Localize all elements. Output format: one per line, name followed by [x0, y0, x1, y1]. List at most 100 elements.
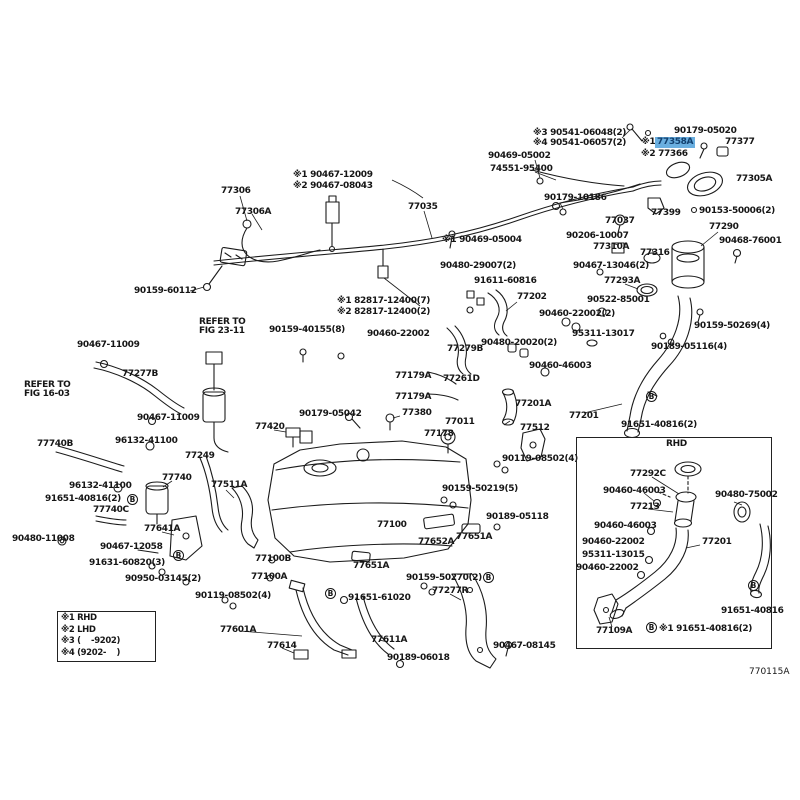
part-label[interactable]: 90460-22002	[582, 536, 645, 547]
part-label[interactable]: 91651-40816(2)	[45, 493, 121, 504]
part-label[interactable]: 91651-40816	[721, 605, 784, 616]
part-label[interactable]: 77109A	[596, 625, 633, 636]
part-label[interactable]: 77316	[640, 247, 670, 258]
part-label[interactable]: 90179-05042	[299, 408, 362, 419]
part-label[interactable]: 90460-22002	[367, 328, 430, 339]
part-label[interactable]: 91651-61020	[348, 592, 411, 603]
part-label[interactable]: 90159-50269(4)	[694, 320, 770, 331]
bolt-marker[interactable]: B	[483, 572, 494, 583]
part-label[interactable]: 77740C	[93, 504, 129, 515]
bolt-marker[interactable]: B	[325, 588, 336, 599]
part-label[interactable]: 77279B	[447, 343, 484, 354]
part-label[interactable]: 90460-46003	[529, 360, 592, 371]
part-label[interactable]: 77399	[651, 207, 681, 218]
part-label[interactable]: 90468-76001	[719, 235, 782, 246]
part-label[interactable]: 77292C	[630, 468, 666, 479]
part-label[interactable]: 77420	[255, 421, 285, 432]
part-label[interactable]: 91651-40816(2)	[621, 419, 697, 430]
part-label[interactable]: 77290	[709, 221, 739, 232]
selected-part-label[interactable]: 77358A	[655, 136, 696, 148]
part-label[interactable]: 77035	[408, 201, 438, 212]
part-label[interactable]: 90179-10186	[544, 192, 607, 203]
part-label[interactable]: 77377	[725, 136, 755, 147]
part-label[interactable]: 90480-11008	[12, 533, 75, 544]
part-label[interactable]: 77213	[630, 501, 660, 512]
part-label[interactable]: 90480-20020(2)	[481, 337, 557, 348]
part-label[interactable]: 77201	[569, 410, 599, 421]
bolt-marker[interactable]: B	[748, 580, 759, 591]
part-label[interactable]: 90179-05020	[674, 125, 737, 136]
part-label[interactable]: 77100A	[251, 571, 288, 582]
bolt-marker[interactable]: B	[173, 550, 184, 561]
part-label[interactable]: 90460-46003	[594, 520, 657, 531]
part-label[interactable]: 90159-50270(2)	[406, 572, 482, 583]
part-label[interactable]: 77310A	[593, 241, 630, 252]
bolt-marker[interactable]: B	[646, 622, 657, 633]
part-label[interactable]: 90460-22002	[576, 562, 639, 573]
part-label[interactable]: 77611A	[371, 634, 408, 645]
part-label[interactable]: 95311-13015	[582, 549, 645, 560]
part-label[interactable]: ※3 90541-06048(2)	[533, 127, 627, 138]
part-label[interactable]: 77380	[402, 407, 432, 418]
part-label[interactable]: 77037	[605, 215, 635, 226]
part-label[interactable]: 77201A	[515, 398, 552, 409]
part-label[interactable]: ※2 77366	[641, 148, 688, 159]
part-label[interactable]: 77277B	[122, 368, 159, 379]
part-label[interactable]: 77011	[445, 416, 475, 427]
part-label[interactable]: 77651A	[456, 531, 493, 542]
part-label[interactable]: ※4 90541-06057(2)	[533, 137, 627, 148]
part-label[interactable]: 74551-95400	[490, 163, 553, 174]
part-label[interactable]: 91611-60816	[474, 275, 537, 286]
part-label[interactable]: 90189-06018	[387, 652, 450, 663]
part-label[interactable]: 90469-05002	[488, 150, 551, 161]
bolt-marker[interactable]: B	[127, 494, 138, 505]
part-label[interactable]: 77201	[702, 536, 732, 547]
part-label[interactable]: 90467-08145	[493, 640, 556, 651]
part-label[interactable]: 96132-41100	[115, 435, 178, 446]
part-label[interactable]: 90460-22002(2)	[539, 308, 615, 319]
part-label[interactable]: ※1 90469-05004	[442, 234, 522, 245]
part-label[interactable]: 90480-75002	[715, 489, 778, 500]
part-label[interactable]: 77249	[185, 450, 215, 461]
part-label[interactable]: 77512	[520, 422, 550, 433]
part-label[interactable]: 90460-46003	[603, 485, 666, 496]
part-label[interactable]: 77179A	[395, 370, 432, 381]
part-label[interactable]: 90189-05118	[486, 511, 549, 522]
part-label[interactable]: 77261D	[443, 373, 480, 384]
part-label[interactable]: 90206-10007	[566, 230, 629, 241]
part-label[interactable]: 91631-60820(3)	[89, 557, 165, 568]
part-label[interactable]: 77306	[221, 185, 251, 196]
part-label[interactable]: 90159-40155(8)	[269, 324, 345, 335]
part-label[interactable]: 77179A	[395, 391, 432, 402]
part-label[interactable]: 77614	[267, 640, 297, 651]
part-label[interactable]: ※2 90467-08043	[293, 180, 373, 191]
part-label[interactable]: 77651A	[353, 560, 390, 571]
part-label[interactable]: ※1 90467-12009	[293, 169, 373, 180]
part-label[interactable]: 77100	[377, 519, 407, 530]
part-label[interactable]: 77100B	[255, 553, 292, 564]
part-label[interactable]: 90189-05116(4)	[651, 341, 727, 352]
part-label[interactable]: 90467-11009	[77, 339, 140, 350]
part-label[interactable]: 90950-03145(2)	[125, 573, 201, 584]
part-label[interactable]: ※2 82817-12400(2)	[337, 306, 431, 317]
part-label[interactable]: 77740	[162, 472, 192, 483]
part-label[interactable]: 90480-29007(2)	[440, 260, 516, 271]
part-label[interactable]: 90159-50219(5)	[442, 483, 518, 494]
part-label[interactable]: 77601A	[220, 624, 257, 635]
part-label[interactable]: 77652A	[418, 536, 455, 547]
part-label[interactable]: 77305A	[736, 173, 773, 184]
part-label[interactable]: ※1 82817-12400(7)	[337, 295, 431, 306]
part-label[interactable]: 77293A	[604, 275, 641, 286]
part-label[interactable]: 77511A	[211, 479, 248, 490]
part-label[interactable]: 77178	[424, 428, 454, 439]
part-label[interactable]: 77306A	[235, 206, 272, 217]
part-label[interactable]: 77277R	[432, 585, 469, 596]
part-label[interactable]: 95311-13017	[572, 328, 635, 339]
part-label[interactable]: ※1 91651-40816(2)	[659, 623, 753, 634]
part-label[interactable]: 90119-08502(4)	[502, 453, 578, 464]
part-label[interactable]: 77740B	[37, 438, 74, 449]
bolt-marker[interactable]: B	[646, 391, 657, 402]
part-label[interactable]: ※1	[641, 136, 656, 147]
part-label[interactable]: 77202	[517, 291, 547, 302]
part-label[interactable]: 90467-11009	[137, 412, 200, 423]
